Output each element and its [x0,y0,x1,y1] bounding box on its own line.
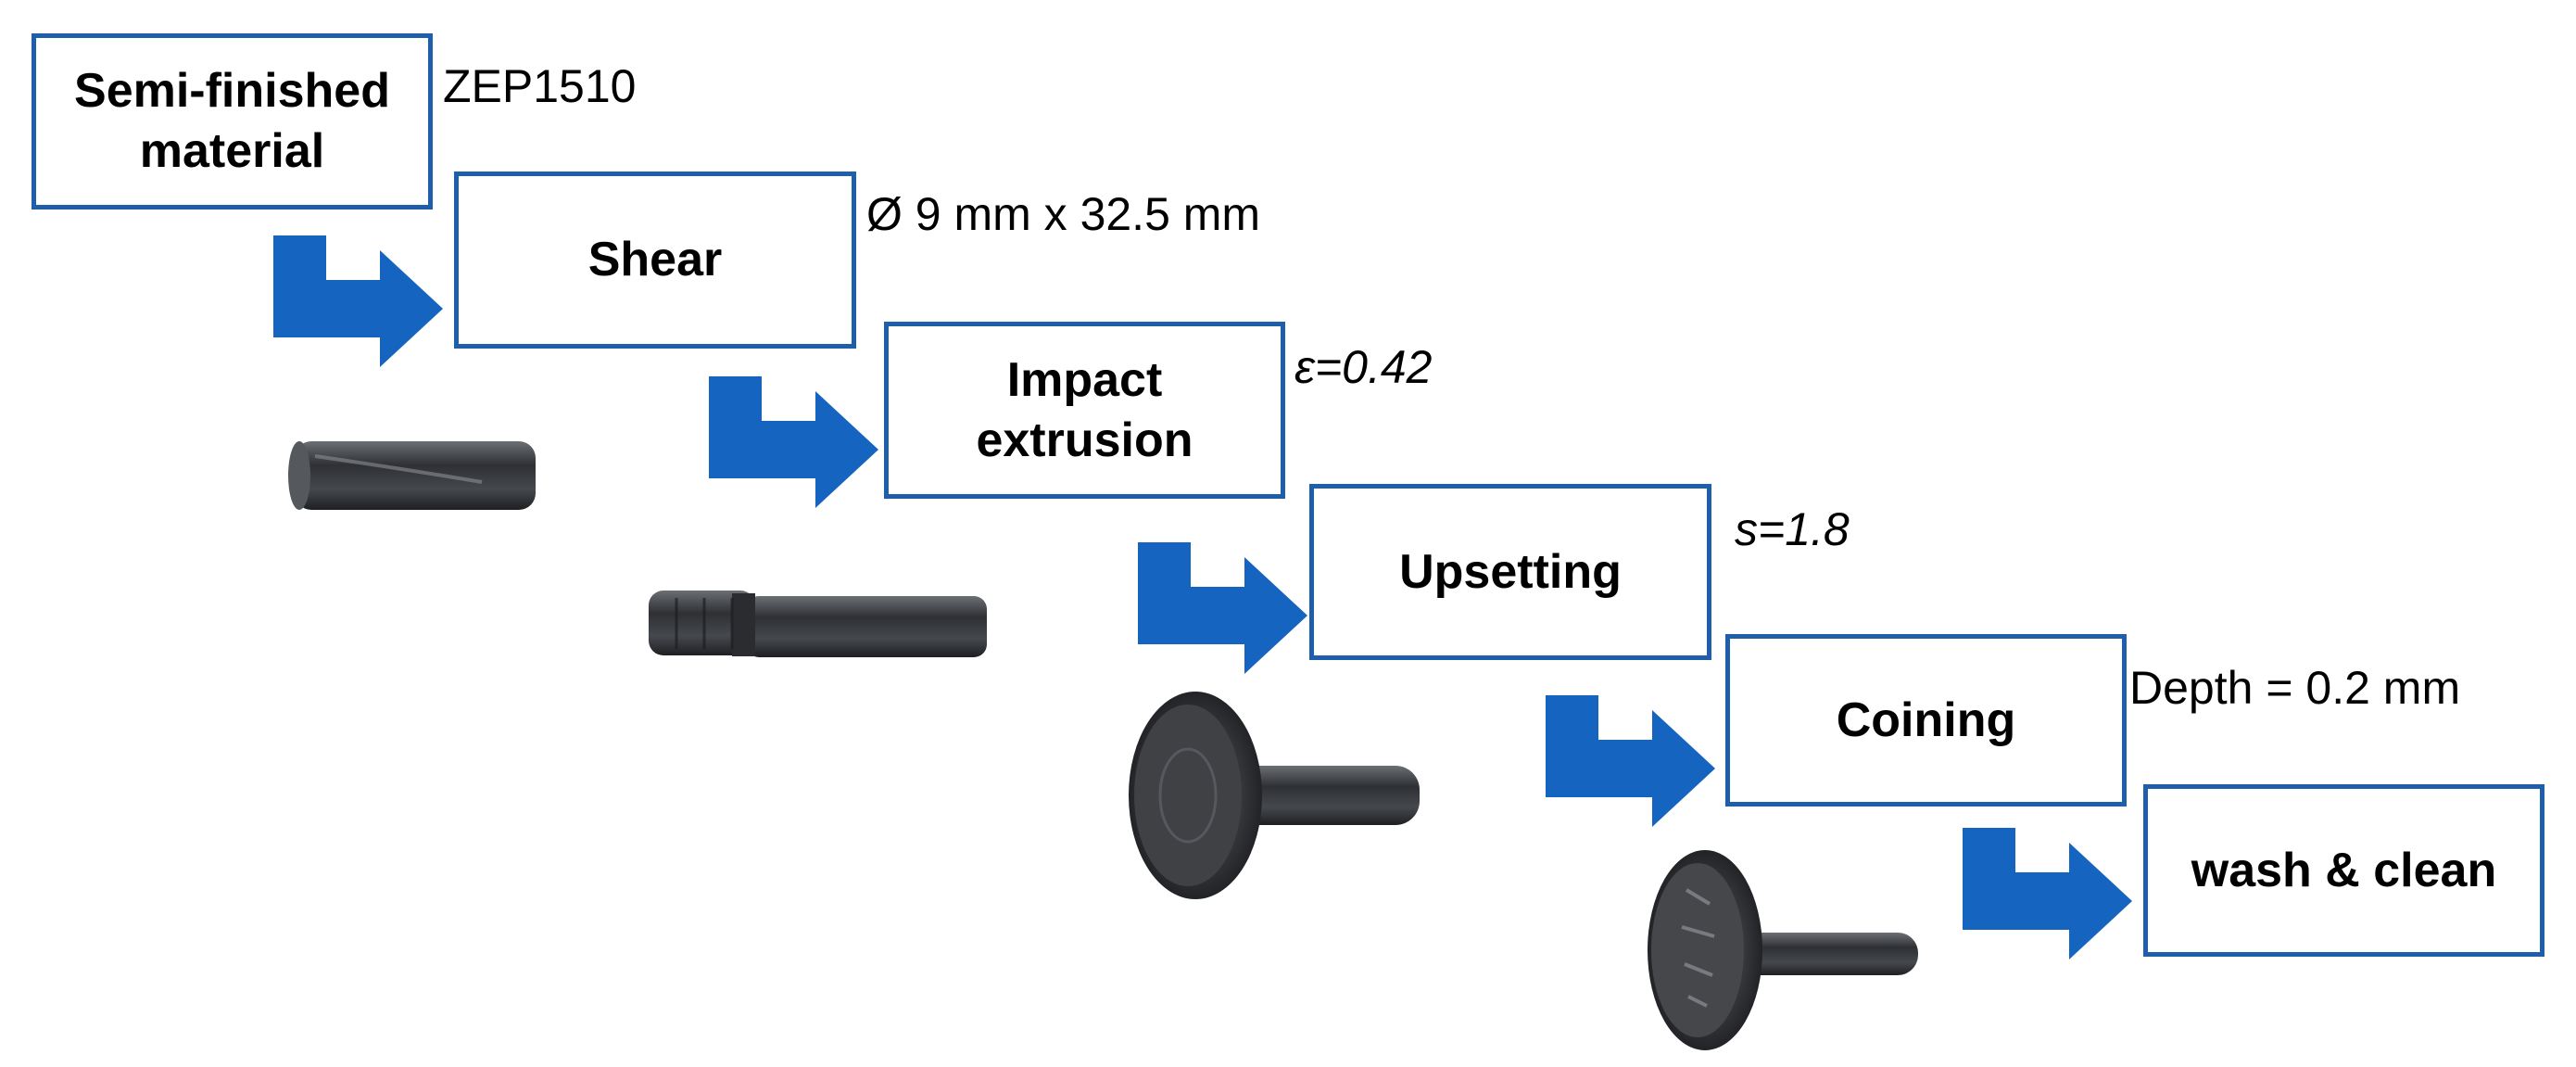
arrow-2-icon [709,376,878,508]
step-shear: Shear [454,171,856,349]
coined-part-photo [1648,850,1918,1050]
arrow-4-icon [1546,695,1715,827]
step-coining: Coining [1725,634,2127,807]
arrow-1-icon [273,235,443,367]
step-semi-finished-material: Semi-finished material [32,33,433,210]
billet-photo [288,441,536,510]
extrusion-strain-annotation: ε=0.42 [1294,341,1433,393]
upsetting-ratio-annotation: s=1.8 [1735,503,1850,555]
upset-part-photo [1129,692,1420,899]
arrow-3-icon [1138,542,1307,674]
arrow-5-icon [1963,828,2132,959]
step-wash-and-clean: wash & clean [2143,784,2544,957]
extruded-part-photo [649,591,987,657]
step-upsetting: Upsetting [1309,484,1711,660]
shear-annotation: Ø 9 mm x 32.5 mm [866,188,1261,240]
coining-depth-annotation: Depth = 0.2 mm [2129,662,2461,714]
step-impact-extrusion: Impact extrusion [884,322,1285,499]
material-annotation: ZEP1510 [443,60,637,112]
